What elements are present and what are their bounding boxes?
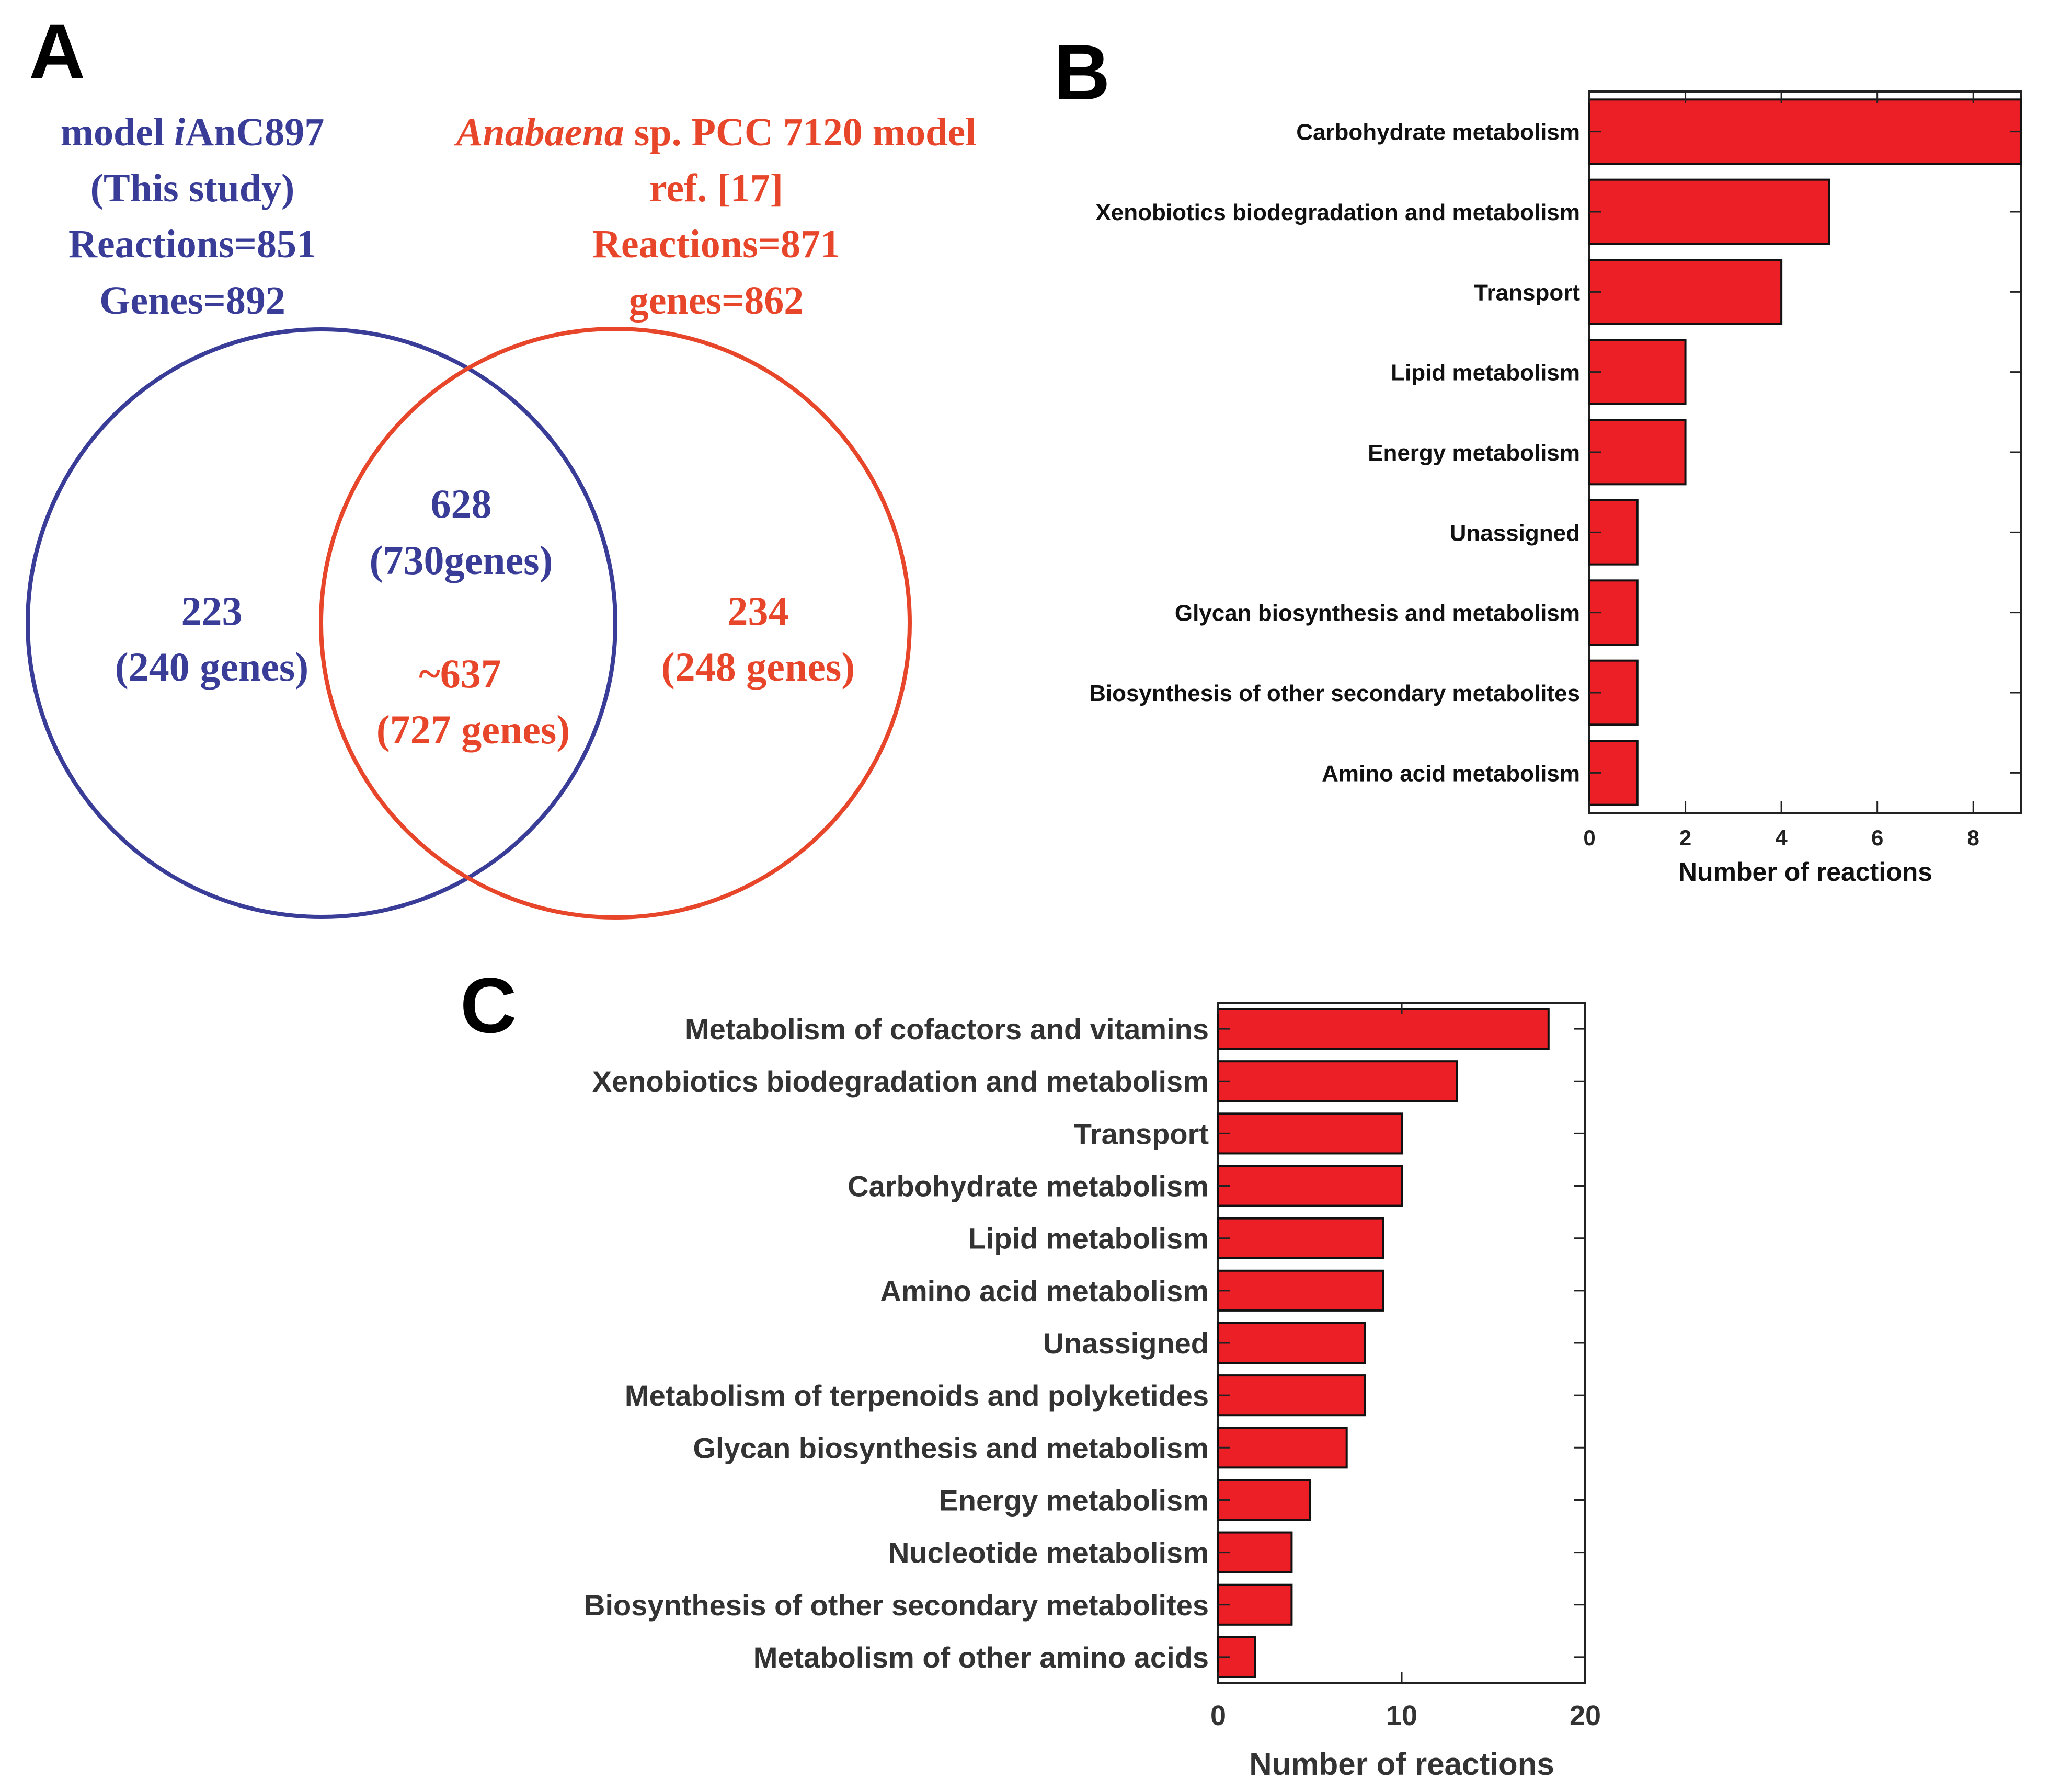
panel-c: C Metabolism of cofactors and vitaminsXe…	[460, 961, 1601, 1782]
category-label: Metabolism of cofactors and vitamins	[685, 1013, 1209, 1046]
left-title-line3: Reactions=851	[68, 222, 316, 266]
bar	[1217, 1217, 1384, 1259]
category-label: Biosynthesis of other secondary metaboli…	[1089, 681, 1580, 706]
category-label: Lipid metabolism	[1391, 360, 1580, 386]
panel-a-letter: A	[29, 7, 85, 95]
x-tick-label: 6	[1871, 825, 1883, 850]
panel-a: A model iAnC897 (This study) Reactions=8…	[26, 7, 976, 920]
category-label: Glycan biosynthesis and metabolism	[693, 1431, 1209, 1464]
right-title-line3: Reactions=871	[592, 222, 840, 266]
left-only-genes: (240 genes)	[115, 644, 308, 690]
x-tick-label: 2	[1679, 825, 1691, 850]
category-label: Unassigned	[1043, 1327, 1209, 1360]
right-title-line4: genes=862	[629, 279, 804, 323]
category-label: Metabolism of other amino acids	[753, 1641, 1209, 1674]
left-title-line4: Genes=892	[99, 279, 285, 323]
right-title-line1: Anabaena sp. PCC 7120 model	[454, 110, 976, 154]
bar	[1217, 1583, 1293, 1626]
category-label: Xenobiotics biodegradation and metabolis…	[1095, 200, 1580, 225]
right-model-title: Anabaena sp. PCC 7120 model ref. [17] Re…	[454, 110, 976, 323]
overlap-right-count: ~637	[419, 651, 501, 696]
right-only-count: 234	[728, 588, 789, 634]
category-label: Metabolism of terpenoids and polyketides	[625, 1379, 1209, 1412]
bar	[1588, 339, 1687, 405]
left-model-title: model iAnC897 (This study) Reactions=851…	[61, 110, 325, 323]
left-title-line2: (This study)	[90, 166, 295, 210]
x-tick-label: 20	[1570, 1700, 1601, 1731]
category-label: Nucleotide metabolism	[888, 1536, 1209, 1569]
category-label: Transport	[1074, 1117, 1209, 1150]
category-label: Amino acid metabolism	[1322, 761, 1580, 786]
x-tick-label: 0	[1210, 1700, 1226, 1731]
bar	[1217, 1060, 1458, 1102]
bar	[1217, 1269, 1384, 1312]
bar	[1217, 1322, 1366, 1364]
venn-circle-left	[26, 327, 617, 919]
bar	[1217, 1165, 1403, 1207]
x-tick-label: 10	[1386, 1700, 1417, 1731]
bar	[1217, 1479, 1311, 1521]
x-axis-label: Number of reactions	[1249, 1747, 1554, 1782]
category-label: Amino acid metabolism	[880, 1274, 1209, 1307]
chart-c: Metabolism of cofactors and vitaminsXeno…	[584, 1002, 1601, 1782]
bar	[1217, 1427, 1348, 1469]
left-only-count: 223	[181, 588, 243, 634]
right-title-line2: ref. [17]	[649, 166, 783, 210]
x-tick-label: 4	[1775, 825, 1788, 850]
overlap-right-genes: (727 genes)	[376, 707, 570, 752]
x-tick-label: 8	[1967, 825, 1979, 850]
right-only-genes: (248 genes)	[661, 644, 855, 690]
venn-circle-right	[319, 327, 912, 920]
bar	[1588, 419, 1687, 486]
panel-b-letter: B	[1054, 28, 1110, 116]
overlap-left-genes: (730genes)	[370, 537, 553, 583]
bar	[1217, 1112, 1403, 1155]
category-label: Carbohydrate metabolism	[848, 1170, 1209, 1203]
x-tick-label: 0	[1583, 825, 1595, 850]
category-label: Energy metabolism	[1368, 440, 1580, 466]
category-label: Xenobiotics biodegradation and metabolis…	[592, 1065, 1209, 1098]
bar	[1217, 1374, 1366, 1417]
overlap-left-count: 628	[431, 481, 492, 526]
bar	[1217, 1531, 1293, 1573]
bar	[1588, 98, 2022, 165]
x-axis-label: Number of reactions	[1678, 857, 1932, 887]
category-label: Lipid metabolism	[968, 1222, 1209, 1255]
category-label: Glycan biosynthesis and metabolism	[1175, 601, 1580, 626]
bar	[1217, 1008, 1550, 1050]
category-label: Biosynthesis of other secondary metaboli…	[584, 1589, 1209, 1622]
category-label: Transport	[1474, 280, 1580, 305]
category-label: Carbohydrate metabolism	[1296, 120, 1580, 145]
venn-region-labels: 223 (240 genes) 628 (730genes) ~637 (727…	[115, 481, 855, 752]
category-label: Energy metabolism	[938, 1484, 1209, 1517]
panel-c-letter: C	[460, 961, 517, 1049]
left-title-line1: model iAnC897	[61, 110, 325, 154]
bar	[1588, 259, 1783, 325]
category-label: Unassigned	[1450, 520, 1580, 546]
bar	[1588, 178, 1830, 245]
